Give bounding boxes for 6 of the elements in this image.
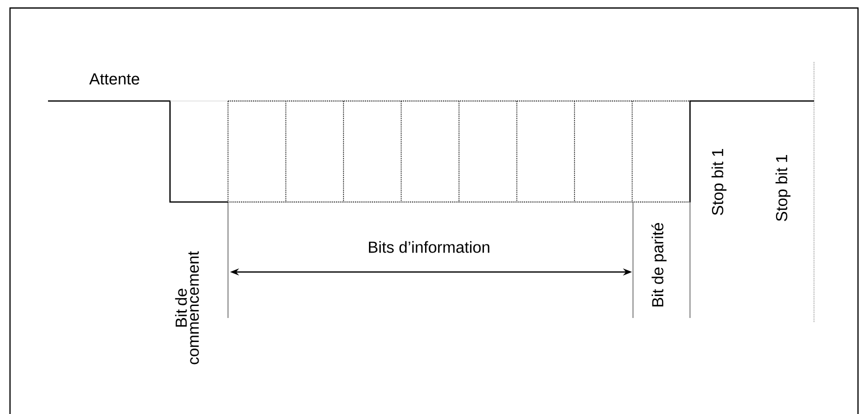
label: Stop bit 1 xyxy=(712,149,726,216)
label: Bits d’information xyxy=(368,241,490,253)
label: Stop bit 1 xyxy=(776,155,790,222)
label: Bit de parité xyxy=(651,223,667,306)
label: Attente xyxy=(89,73,140,85)
label: Bit de commencement xyxy=(175,251,199,364)
